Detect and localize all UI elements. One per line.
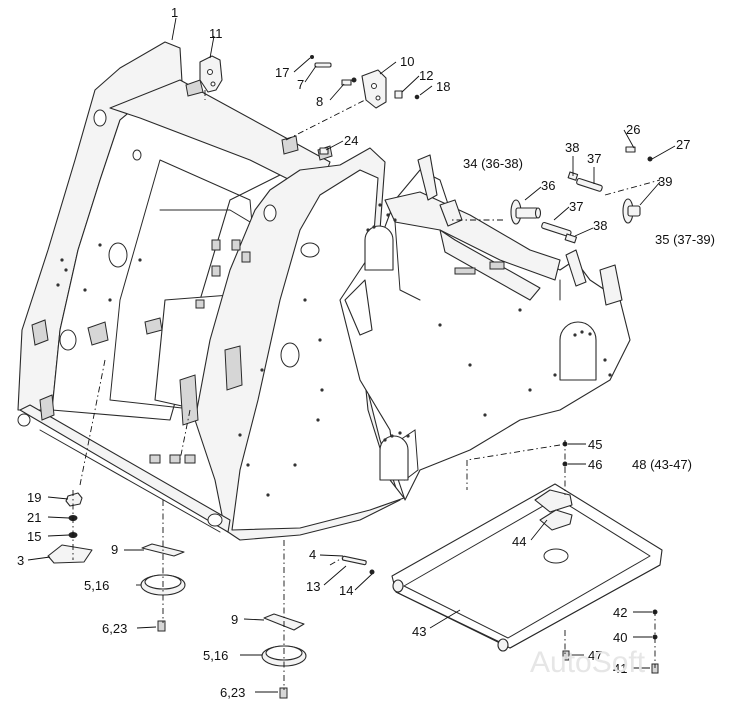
bolt-6-23b <box>279 687 288 699</box>
bracket-10 <box>361 69 387 109</box>
pin-37b <box>576 177 603 192</box>
callout-9a: 9 <box>111 542 118 557</box>
callout-13: 13 <box>306 579 320 594</box>
callout-35: 35 (37-39) <box>655 232 715 247</box>
callout-26: 26 <box>626 122 640 137</box>
pin-38b <box>564 233 578 244</box>
callout-38b: 38 <box>593 218 607 233</box>
pin-37a <box>541 221 572 238</box>
callout-40: 40 <box>613 630 627 645</box>
callout-10: 10 <box>400 54 414 69</box>
callout-21: 21 <box>27 510 41 525</box>
callout-42: 42 <box>613 605 627 620</box>
callout-47: 47 <box>588 648 602 663</box>
callout-1: 1 <box>171 5 178 20</box>
callout-24: 24 <box>344 133 358 148</box>
callout-15: 15 <box>27 529 41 544</box>
pin-7 <box>314 62 332 68</box>
nut-27 <box>647 156 653 162</box>
callout-36: 36 <box>541 178 555 193</box>
bolt-47 <box>562 650 570 661</box>
assembly-lines <box>72 90 661 690</box>
callout-3: 3 <box>17 553 24 568</box>
callout-9b: 9 <box>231 612 238 627</box>
bracket-11 <box>199 55 223 93</box>
pin-17 <box>310 55 314 59</box>
callout-4: 4 <box>309 547 316 562</box>
callout-8: 8 <box>316 94 323 109</box>
watermark: AutoSoft <box>530 646 646 679</box>
callout-38a: 38 <box>565 140 579 155</box>
callout-19: 19 <box>27 490 41 505</box>
callout-14: 14 <box>339 583 353 598</box>
pin-38a <box>567 171 579 181</box>
callout-45: 45 <box>588 437 602 452</box>
leader-lines <box>27 17 676 693</box>
pin-4 <box>341 555 367 566</box>
callout-18: 18 <box>436 79 450 94</box>
bolt-26 <box>625 146 636 153</box>
callout-6-23b: 6,23 <box>220 685 245 700</box>
part-19 <box>65 492 83 507</box>
pin-36 <box>510 199 542 225</box>
callout-27: 27 <box>676 137 690 152</box>
pan-43 <box>391 483 663 652</box>
callout-48: 48 (43-47) <box>632 457 692 472</box>
pin-39 <box>622 198 641 224</box>
bolt-6-23a <box>157 620 166 632</box>
washer-18 <box>414 94 420 100</box>
callout-6-23a: 6,23 <box>102 621 127 636</box>
nut-12 <box>394 90 403 99</box>
callout-46: 46 <box>588 457 602 472</box>
callout-11: 11 <box>209 26 223 41</box>
callout-5-16b: 5,16 <box>203 648 228 663</box>
callout-34: 34 (36-38) <box>463 156 523 171</box>
bolt-24 <box>319 147 329 155</box>
callout-37a: 37 <box>587 151 601 166</box>
callout-5-16a: 5,16 <box>84 578 109 593</box>
callout-44: 44 <box>512 534 526 549</box>
callout-41: 41 <box>613 661 627 676</box>
callout-12: 12 <box>419 68 433 83</box>
washer-14 <box>369 569 375 575</box>
plate-3 <box>47 544 93 564</box>
callout-39: 39 <box>658 174 672 189</box>
callout-37b: 37 <box>569 199 583 214</box>
callout-labels: 1 11 17 7 10 8 12 18 24 26 38 37 27 34 (… <box>17 5 715 700</box>
callout-7: 7 <box>297 77 304 92</box>
callout-17: 17 <box>275 65 289 80</box>
main-frame <box>17 41 631 541</box>
callout-43: 43 <box>412 624 426 639</box>
bolt-8 <box>341 77 357 86</box>
